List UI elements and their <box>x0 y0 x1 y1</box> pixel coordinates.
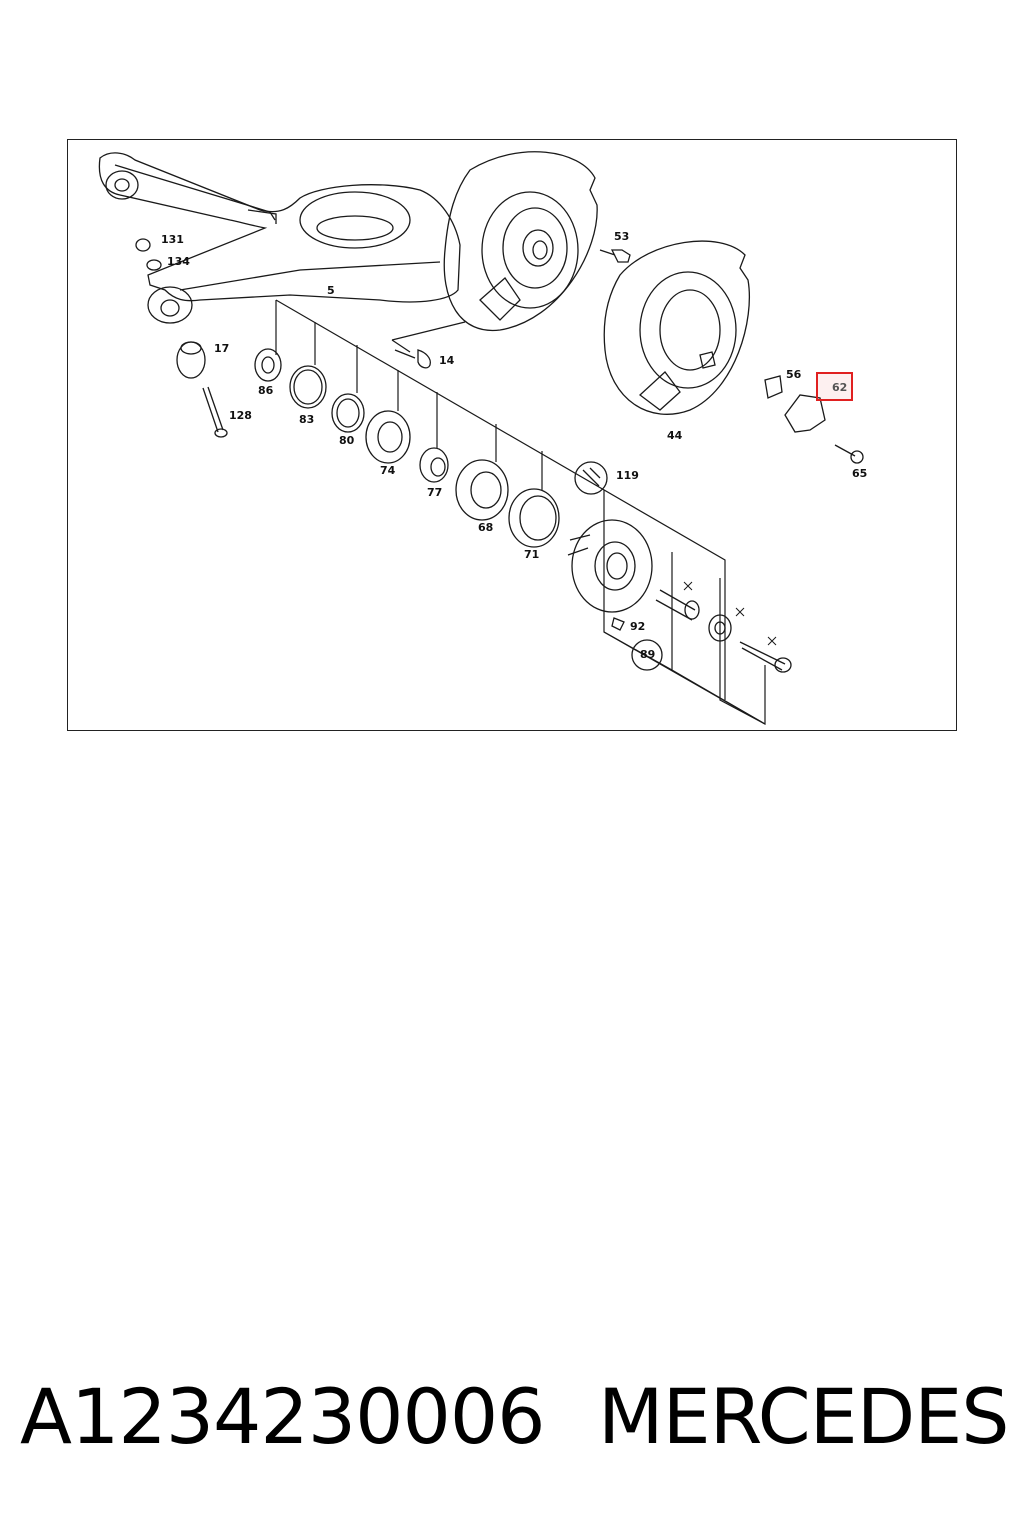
callout-44: 44 <box>667 429 683 442</box>
callout-86: 86 <box>258 384 274 397</box>
hub-carrier-drawing <box>444 152 597 331</box>
callout-128: 128 <box>229 409 252 422</box>
marker-symbols <box>684 582 776 645</box>
callout-5: 5 <box>327 284 335 297</box>
brake-backing-plate-drawing <box>604 241 749 414</box>
footer-caption: A1234230006 MERCEDES <box>20 1372 1010 1472</box>
fasteners-drawing <box>136 239 863 672</box>
callout-134: 134 <box>167 255 190 268</box>
part-number: A1234230006 <box>20 1372 546 1461</box>
bearing-stack-drawing <box>255 349 607 547</box>
callout-71: 71 <box>524 548 540 561</box>
callout-83: 83 <box>299 413 315 426</box>
callout-74: 74 <box>380 464 396 477</box>
callout-17: 17 <box>214 342 230 355</box>
callout-65: 65 <box>852 467 868 480</box>
leader-lines <box>276 300 765 724</box>
exploded-parts-diagram <box>0 0 1024 760</box>
callout-68: 68 <box>478 521 494 534</box>
wheel-hub-drawing <box>568 520 731 641</box>
callout-89-circle <box>632 640 662 670</box>
callout-119: 119 <box>616 469 639 482</box>
trailing-arm-drawing <box>99 153 460 323</box>
callout-131: 131 <box>161 233 184 246</box>
callout-77: 77 <box>427 486 443 499</box>
callout-92: 92 <box>630 620 646 633</box>
callout-80: 80 <box>339 434 355 447</box>
callout-89: 89 <box>640 648 656 661</box>
callout-56: 56 <box>786 368 802 381</box>
brand-name: MERCEDES <box>598 1372 1009 1461</box>
callout-14: 14 <box>439 354 455 367</box>
callout-53: 53 <box>614 230 630 243</box>
callout-62-highlighted[interactable]: 62 <box>816 372 854 401</box>
